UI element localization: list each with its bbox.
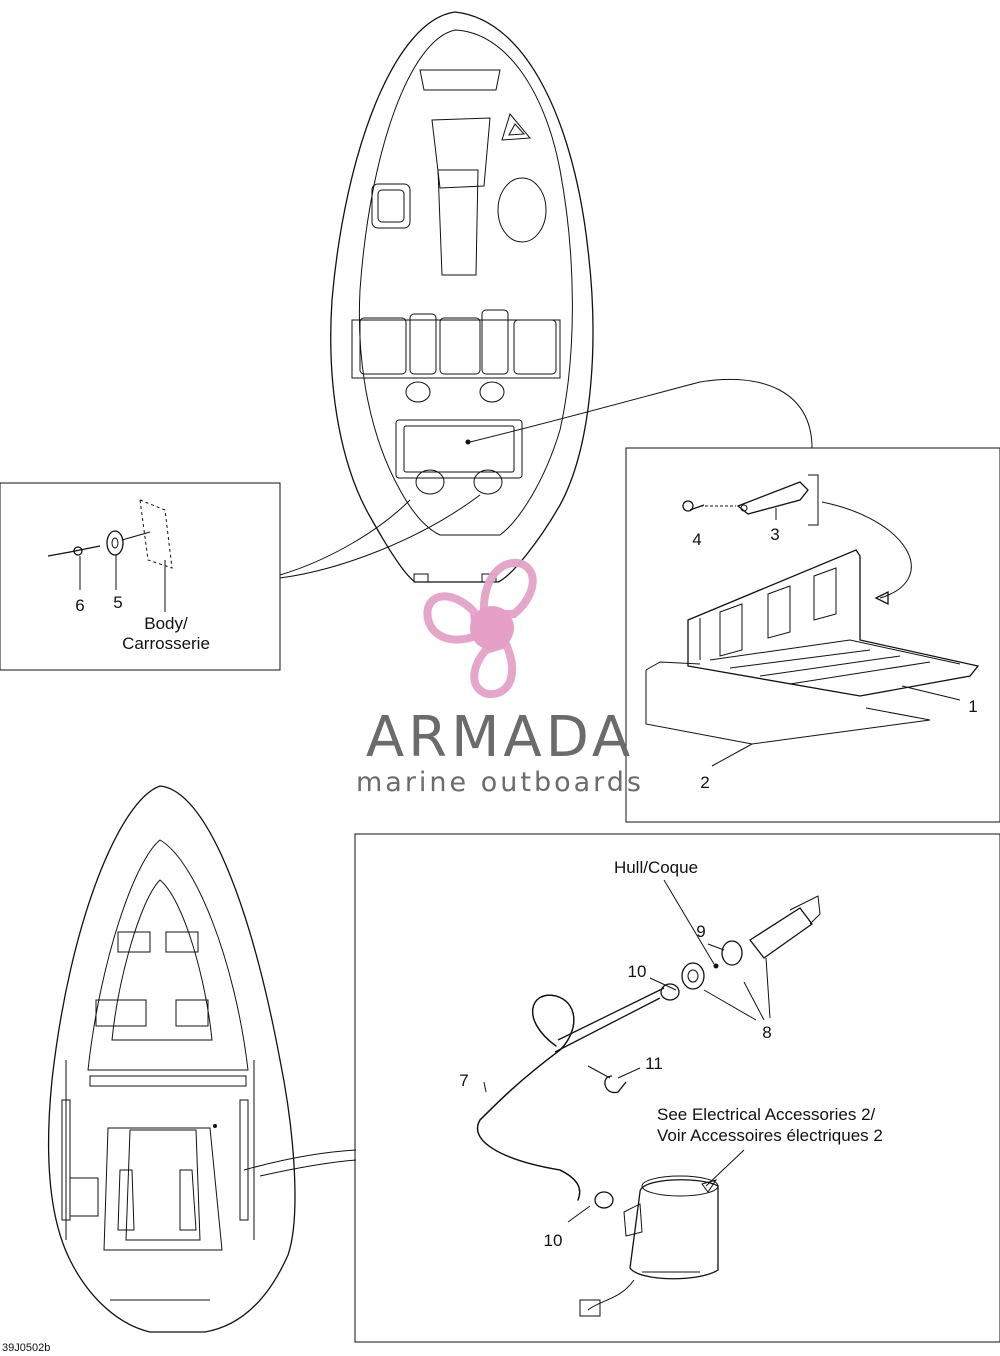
callout-2: 2 [700,773,709,792]
callout-4: 4 [692,530,701,549]
figure-code: 39J0502b [2,1342,50,1354]
armada-watermark [423,558,537,699]
watermark-title: ARMADA [366,705,634,770]
callout-11: 11 [645,1054,663,1073]
propeller-logo [423,558,537,699]
bottom-boat-hull-view [47,785,357,1333]
hull-label: Hull/Coque [614,858,698,877]
callout-6: 6 [75,596,84,615]
callout-7: 7 [459,1071,468,1090]
callout-10-top: 10 [628,962,647,981]
see-accessories-line1: See Electrical Accessories 2/ [657,1105,876,1124]
tray-detail-box [625,447,1000,823]
callout-1: 1 [968,697,977,716]
body-label-line1: Body/ [144,614,188,633]
watermark-subtitle: marine outboards [356,767,644,798]
callout-9: 9 [696,922,705,941]
top-boat-deck-view [330,11,813,583]
see-accessories-line2: Voir Accessoires électriques 2 [657,1126,883,1145]
fastener-detail-box [0,482,481,671]
callout-3: 3 [770,525,779,544]
callout-10-bottom: 10 [544,1231,563,1250]
bilge-pump-detail-box [354,833,1000,1343]
body-label-line2: Carrosserie [122,634,210,653]
callout-5: 5 [113,593,122,612]
callout-8: 8 [762,1023,771,1042]
